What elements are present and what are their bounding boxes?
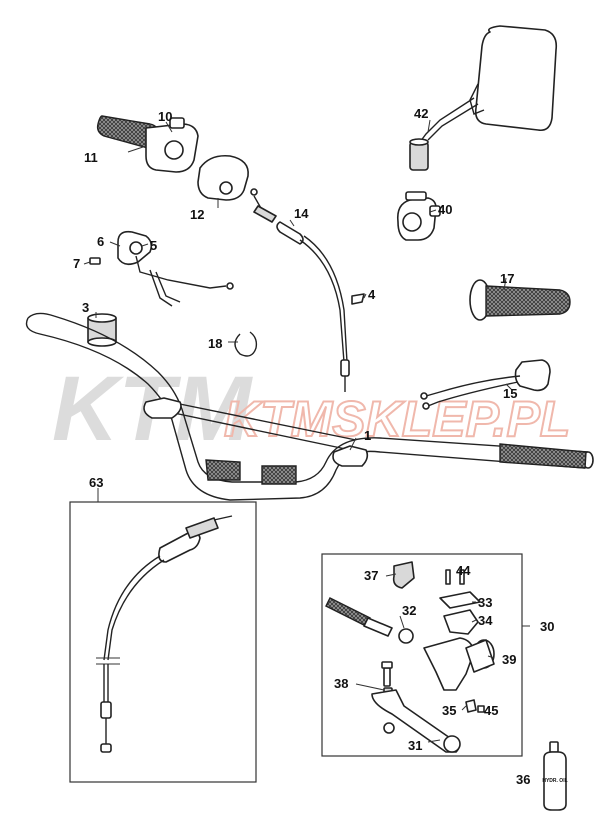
callout-39: 39 (502, 652, 516, 667)
grip-part-17 (469, 279, 571, 321)
callout-12: 12 (190, 207, 204, 222)
callout-33: 33 (478, 595, 492, 610)
callout-4: 4 (368, 287, 376, 302)
callout-36: 36 (516, 772, 530, 787)
callout-11: 11 (84, 150, 98, 165)
callout-14: 14 (294, 206, 309, 221)
leader-lines (83, 119, 513, 743)
callout-10: 10 (158, 109, 172, 124)
callout-32: 32 (402, 603, 416, 618)
callout-18: 18 (208, 336, 222, 351)
callout-45: 45 (484, 703, 498, 718)
cable-kit-frame-part-63 (69, 488, 257, 783)
circlip-part-18 (234, 331, 258, 357)
watermark-shop: KTMSKLEP.PL (224, 391, 570, 447)
throttle-cable-part-14 (250, 188, 350, 392)
callout-42: 42 (414, 106, 428, 121)
callout-6: 6 (97, 234, 104, 249)
throttle-grip-part-10 (96, 115, 199, 173)
oil-bottle-part-36: HYDR. OIL (542, 741, 568, 811)
callout-37: 37 (364, 568, 378, 583)
callout-38: 38 (334, 676, 348, 691)
callout-34: 34 (478, 613, 493, 628)
mirror-clamp-part-40 (396, 191, 441, 241)
adjuster-part-4 (351, 293, 365, 305)
callout-labels: 1 3 4 5 6 7 10 11 12 14 15 17 18 30 31 3… (73, 106, 554, 787)
callout-17: 17 (500, 271, 514, 286)
callout-1: 1 (364, 428, 371, 443)
callout-7: 7 (73, 256, 80, 271)
spacer-part-3 (87, 313, 117, 347)
clutch-kit-items (325, 561, 495, 753)
callout-35: 35 (442, 703, 456, 718)
handlebar-part-1 (25, 312, 594, 501)
throttle-cover-part-12 (197, 154, 249, 201)
callout-5: 5 (150, 238, 157, 253)
callout-3: 3 (82, 300, 89, 315)
callout-31: 31 (408, 738, 422, 753)
callout-15: 15 (503, 386, 517, 401)
mirror-part-42 (409, 25, 558, 171)
clutch-kit-frame-part-30 (321, 553, 530, 757)
watermark: KTM KTMSKLEP.PL (52, 358, 571, 460)
callout-30: 30 (540, 619, 554, 634)
callout-44: 44 (456, 563, 471, 578)
kill-switch-part-5 (89, 230, 234, 307)
callout-63: 63 (89, 475, 103, 490)
oil-bottle-label: HYDR. OIL (542, 778, 567, 784)
callout-40: 40 (438, 202, 452, 217)
